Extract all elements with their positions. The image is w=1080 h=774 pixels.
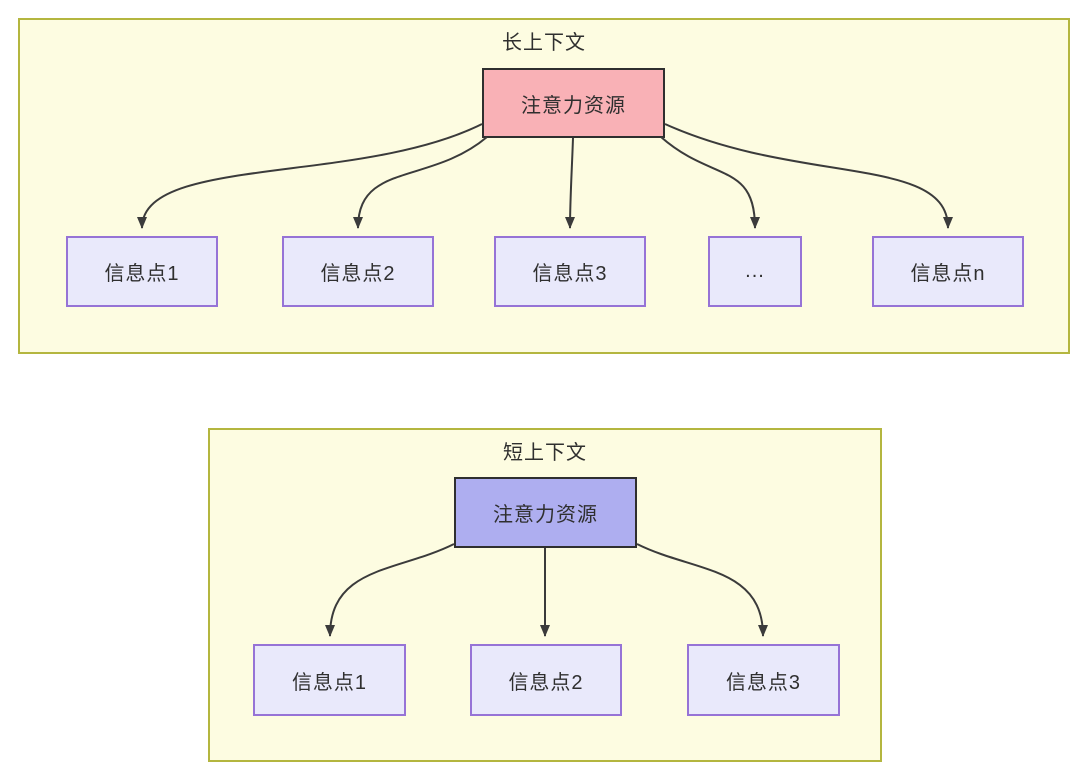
info-node-short-1: 信息点1: [253, 644, 406, 716]
long-context-title: 长上下文: [502, 32, 586, 54]
info-node-long-3: 信息点3: [494, 236, 646, 307]
info-node-long-n: 信息点n: [872, 236, 1024, 307]
short-context-title: 短上下文: [503, 442, 587, 464]
info-node-long-1: 信息点1: [66, 236, 218, 307]
info-node-long-2: 信息点2: [282, 236, 434, 307]
attention-node-long: 注意力资源: [482, 68, 665, 138]
info-node-long-ellipsis: ...: [708, 236, 802, 307]
attention-node-short: 注意力资源: [454, 477, 637, 548]
info-node-short-3: 信息点3: [687, 644, 840, 716]
info-node-short-2: 信息点2: [470, 644, 622, 716]
